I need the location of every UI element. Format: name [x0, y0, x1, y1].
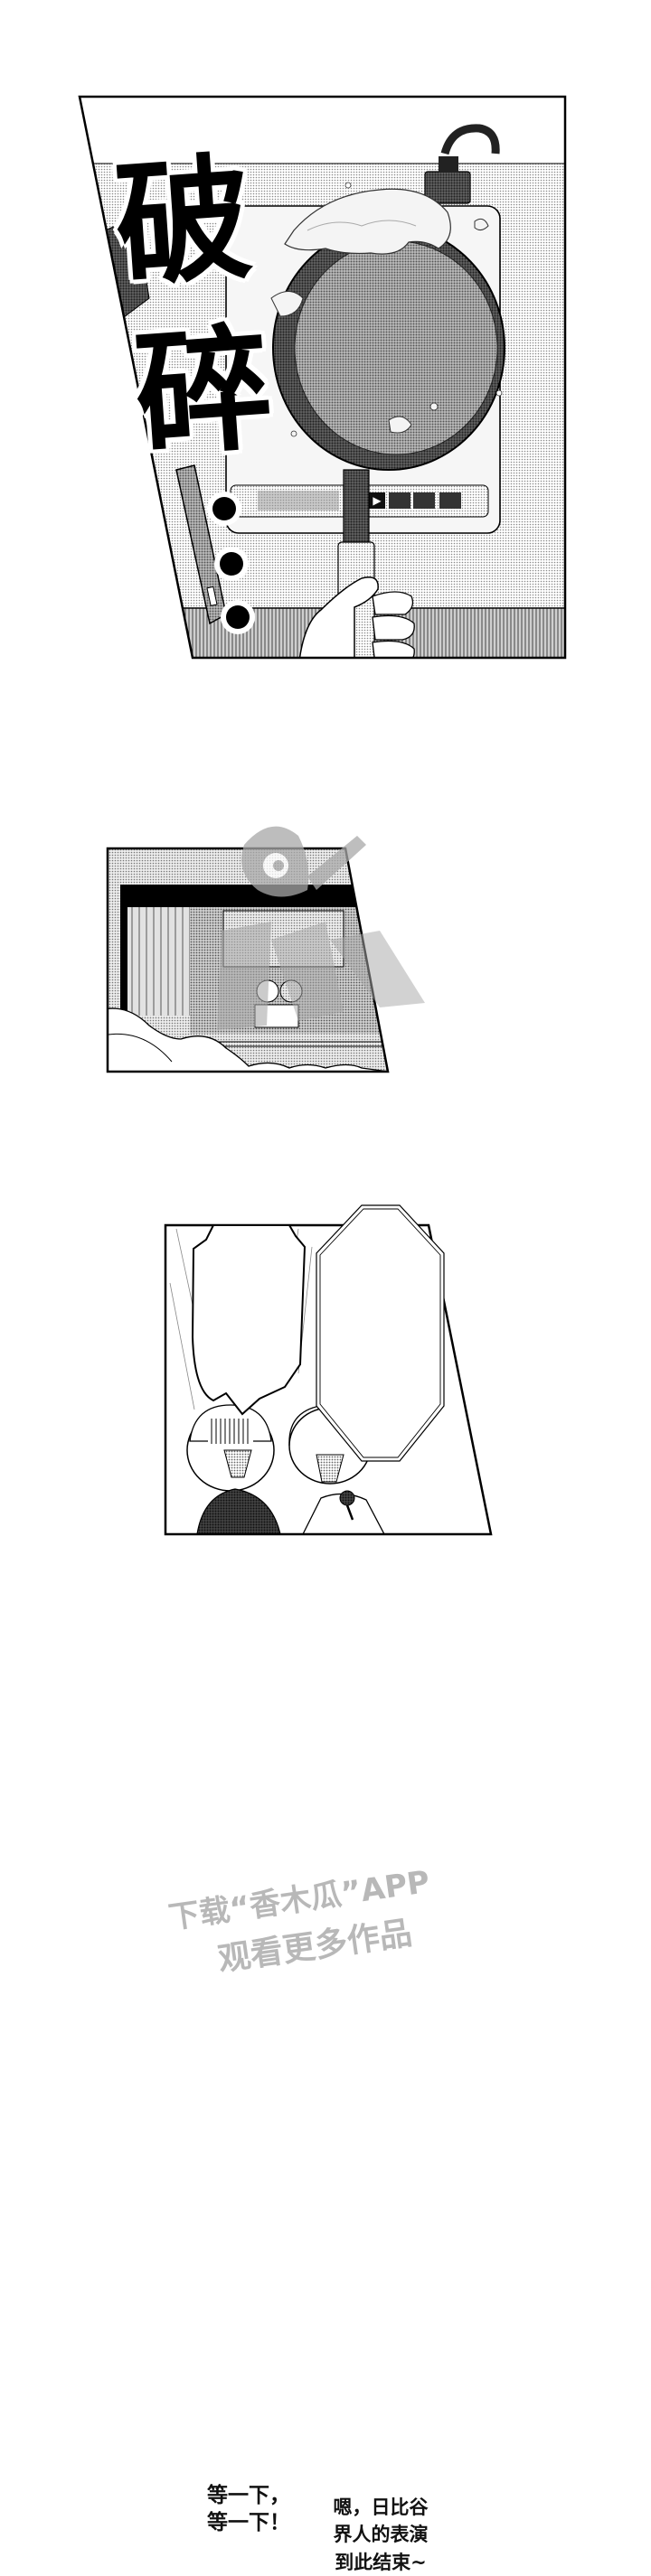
speech-text-right-line-1: 嗯，日比谷 — [333, 2496, 429, 2518]
speech-bubble-left — [191, 1224, 307, 1416]
panel-1-art — [78, 95, 567, 660]
speech-text-right: 嗯，日比谷 界人的表演 到此结束~ — [321, 2494, 440, 2576]
panel-3: 等一下， 等一下！ 嗯，日比谷 界人的表演 到此结束~ — [0, 1193, 651, 2573]
sfx-dots — [207, 492, 255, 634]
speech-text-left: 等一下， 等一下！ — [199, 2483, 298, 2537]
sfx-char-sui: 碎 — [130, 309, 277, 477]
cooktop-play-icon: ▶ — [373, 494, 382, 507]
panel-1: 破 碎 ▶ — [0, 0, 651, 687]
speech-bubble-right — [316, 1204, 445, 1462]
panel-3-art — [164, 1204, 493, 1536]
panel-1-border — [78, 95, 567, 660]
watermark-logo — [217, 826, 425, 1030]
sfx-char-po: 破 — [110, 139, 257, 307]
panel-2-art — [106, 826, 425, 1073]
speech-text-left-line-2: 等一下！ — [207, 2510, 290, 2534]
speech-text-left-line-1: 等一下， — [207, 2484, 290, 2507]
panel-3-border — [164, 1223, 493, 1536]
character-left — [186, 1404, 281, 1534]
panel-2: 下载“香木瓜”APP 观看更多作品 — [0, 813, 651, 1979]
speech-text-right-line-2: 界人的表演 — [333, 2524, 429, 2546]
speech-text-right-line-3: 到此结束~ — [335, 2551, 427, 2573]
